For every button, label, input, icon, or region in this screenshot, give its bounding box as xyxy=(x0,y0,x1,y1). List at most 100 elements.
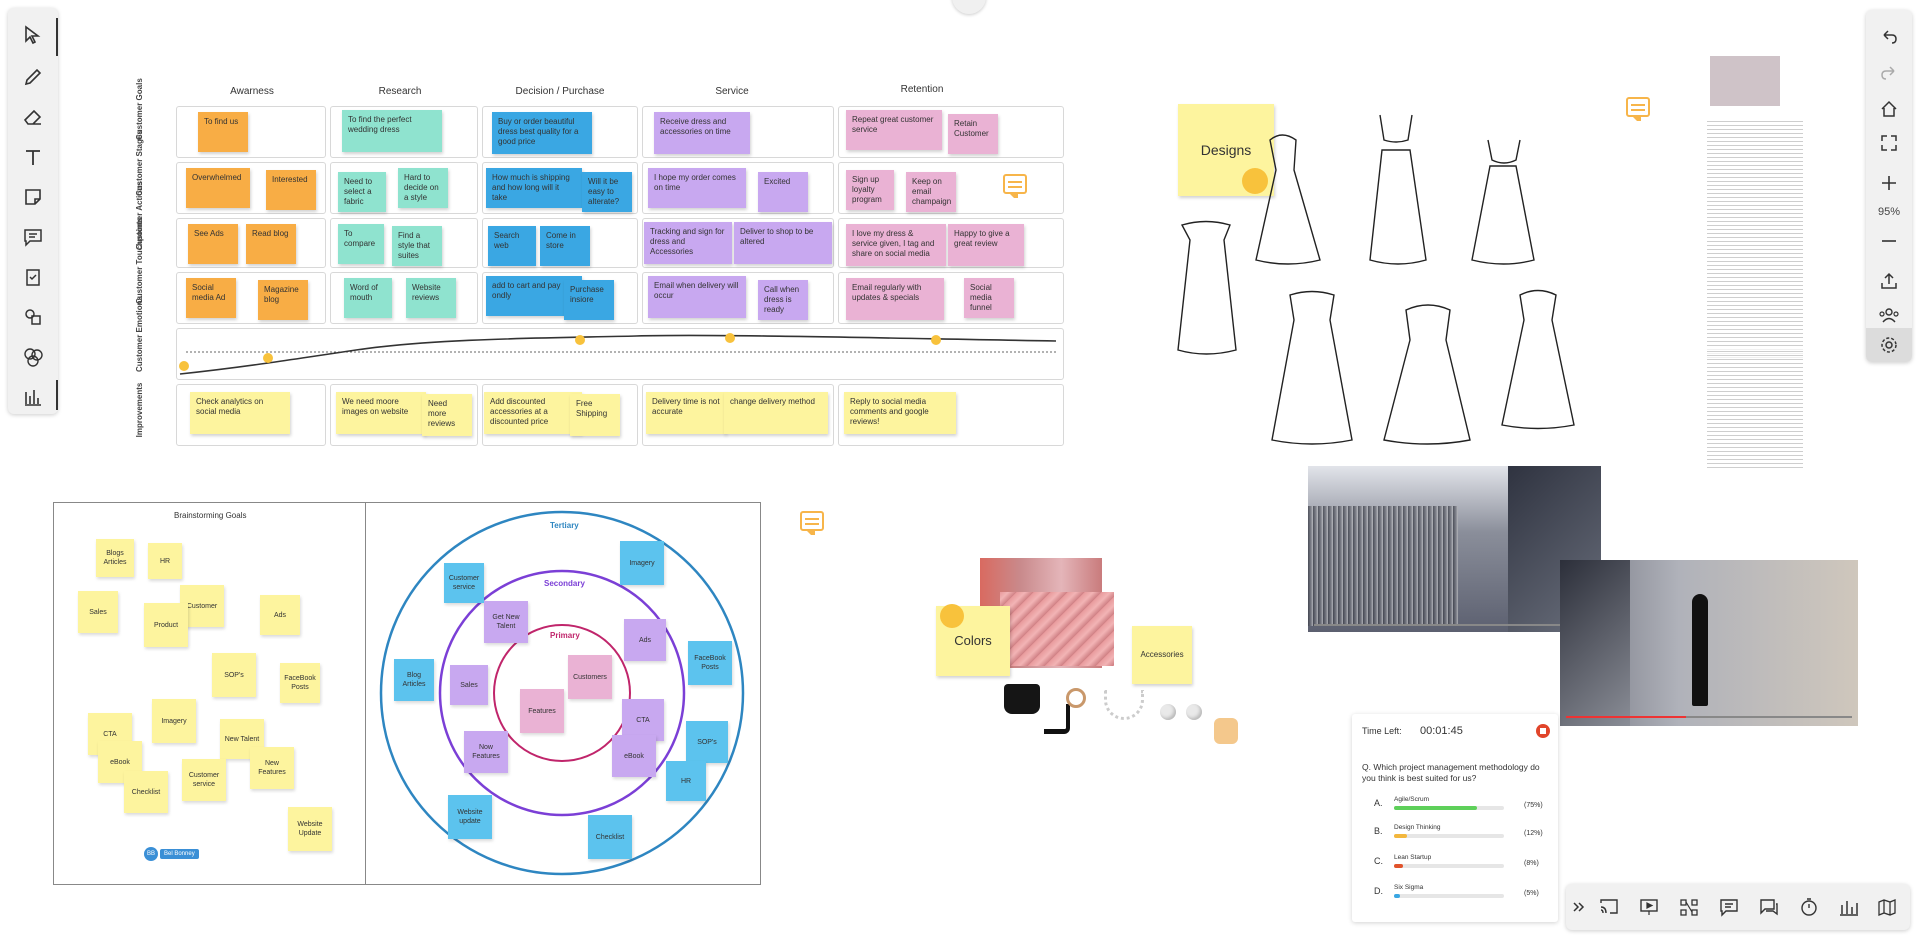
present-icon[interactable] xyxy=(1634,892,1664,922)
sticky-note[interactable]: Repeat great customer service xyxy=(846,110,942,150)
sticky-note[interactable]: Sales xyxy=(78,591,118,633)
accessories-note[interactable]: Accessories xyxy=(1132,626,1192,684)
sticky-note[interactable]: CTA xyxy=(622,699,664,741)
chat-icon[interactable] xyxy=(1714,892,1744,922)
comment-icon[interactable] xyxy=(1626,97,1650,121)
sticky-note[interactable]: See Ads xyxy=(188,224,238,264)
sticky-note-icon[interactable] xyxy=(18,182,48,212)
sticky-note[interactable]: Deliver to shop to be altered xyxy=(734,222,832,264)
sticky-note[interactable]: Customer service xyxy=(444,563,484,603)
sticky-note[interactable]: Receive dress and accessories on time xyxy=(654,112,750,154)
comment-icon[interactable] xyxy=(800,511,824,535)
sticky-note[interactable]: How much is shipping and how long will i… xyxy=(486,168,582,208)
sticky-note[interactable]: Sales xyxy=(450,665,488,705)
sticky-note[interactable]: Social media funnel xyxy=(964,278,1014,318)
sticky-note[interactable]: To find us xyxy=(198,112,248,152)
sticky-note[interactable]: Search web xyxy=(488,226,536,266)
sticky-note[interactable]: Sign up loyalty program xyxy=(846,170,894,210)
sticky-note[interactable]: To find the perfect wedding dress xyxy=(342,110,442,152)
zoom-in-icon[interactable] xyxy=(1874,168,1904,198)
sticky-note[interactable]: Email when delivery will occur xyxy=(648,276,746,318)
sticky-note[interactable]: I love my dress & service given, I tag a… xyxy=(846,224,946,266)
sticky-note[interactable]: New Features xyxy=(250,747,294,789)
runway-video-2[interactable] xyxy=(1560,560,1858,726)
sticky-note[interactable]: Keep on email champaign xyxy=(906,172,956,212)
sticky-note[interactable]: Reply to social media comments and googl… xyxy=(844,392,956,434)
sticky-note[interactable]: Retain Customer xyxy=(948,114,998,154)
collapse-icon[interactable] xyxy=(1568,892,1590,922)
export-icon[interactable] xyxy=(1874,266,1904,296)
sticky-note[interactable]: SOP's xyxy=(686,721,728,763)
checklist-icon[interactable] xyxy=(18,262,48,292)
sticky-note[interactable]: Checklist xyxy=(124,771,168,813)
sticky-note[interactable]: Check analytics on social media xyxy=(190,392,290,434)
sticky-note[interactable]: Checklist xyxy=(588,815,632,859)
sticky-note[interactable]: eBook xyxy=(612,735,656,777)
fit-screen-icon[interactable] xyxy=(1874,128,1904,158)
sticky-note[interactable]: Email regularly with updates & specials xyxy=(846,278,944,320)
sticky-note[interactable]: Need to select a fabric xyxy=(338,172,386,212)
sticky-note[interactable]: Imagery xyxy=(620,541,664,585)
emoji-icon[interactable] xyxy=(18,342,48,372)
sticky-note[interactable]: Features xyxy=(520,689,564,733)
sticky-note[interactable]: Overwhelmed xyxy=(186,168,250,208)
sticky-note[interactable]: Website Update xyxy=(288,807,332,851)
users-icon[interactable] xyxy=(1874,300,1904,330)
pen-icon[interactable] xyxy=(18,62,48,92)
sticky-note[interactable]: Blogs Articles xyxy=(96,539,134,577)
sticky-note[interactable]: Call when dress is ready xyxy=(758,280,808,320)
settings-icon[interactable] xyxy=(1866,328,1912,362)
chart-icon[interactable] xyxy=(18,382,48,412)
sticky-note[interactable]: Magazine blog xyxy=(258,280,308,320)
sticky-note[interactable]: Happy to give a great review xyxy=(948,224,1024,266)
text-icon[interactable] xyxy=(18,142,48,172)
sticky-note[interactable]: Ads xyxy=(624,619,666,661)
sticky-note[interactable]: FaceBook Posts xyxy=(280,663,320,703)
eraser-icon[interactable] xyxy=(18,102,48,132)
document-preview[interactable] xyxy=(1705,48,1805,468)
sticky-note[interactable]: Customer service xyxy=(182,759,226,801)
sticky-note[interactable]: Ads xyxy=(260,595,300,635)
sticky-note[interactable]: Customers xyxy=(568,655,612,699)
sticky-note[interactable]: Tracking and sign for dress and Accessor… xyxy=(644,222,732,264)
sticky-note[interactable]: I hope my order comes on time xyxy=(648,168,746,208)
sticky-note[interactable]: HR xyxy=(148,543,182,579)
sticky-note[interactable]: HR xyxy=(666,761,706,801)
sticky-note[interactable]: We need moore images on website xyxy=(336,392,426,434)
poll-icon[interactable] xyxy=(1834,892,1864,922)
zoom-out-icon[interactable] xyxy=(1874,226,1904,256)
sticky-note[interactable]: Purchase insiore xyxy=(564,280,614,320)
timer-icon[interactable] xyxy=(1794,892,1824,922)
sticky-note[interactable]: Blog Articles xyxy=(394,659,434,701)
sticky-note[interactable]: Excited xyxy=(758,172,808,212)
sticky-note[interactable]: Add discounted accessories at a discount… xyxy=(484,392,582,434)
sticky-note[interactable]: Find a style that suites xyxy=(392,226,442,266)
map-icon[interactable] xyxy=(1872,892,1902,922)
sticky-note[interactable]: Read blog xyxy=(246,224,296,264)
sticky-note[interactable]: SOP's xyxy=(212,653,256,697)
sticky-note[interactable]: Hard to decide on a style xyxy=(398,168,448,208)
comment-icon[interactable] xyxy=(18,222,48,252)
top-panel-handle[interactable] xyxy=(952,0,986,14)
sticky-note[interactable]: change delivery method xyxy=(724,392,828,434)
home-icon[interactable] xyxy=(1874,94,1904,124)
sticky-note[interactable]: Website update xyxy=(448,795,492,839)
flow-icon[interactable] xyxy=(1674,892,1704,922)
sticky-note[interactable]: Imagery xyxy=(152,699,196,743)
sticky-note[interactable]: Need more reviews xyxy=(422,394,472,436)
runway-video-1[interactable] xyxy=(1308,466,1601,632)
shapes-icon[interactable] xyxy=(18,302,48,332)
sticky-note[interactable]: Interested xyxy=(266,170,316,210)
sticky-note[interactable]: To compare xyxy=(338,224,384,264)
select-icon[interactable] xyxy=(18,20,48,50)
sticky-note[interactable]: Free Shipping xyxy=(570,394,620,436)
sticky-note[interactable]: Product xyxy=(144,603,188,647)
sticky-note[interactable]: Social media Ad xyxy=(186,278,236,318)
redo-icon[interactable] xyxy=(1874,58,1904,88)
sticky-note[interactable]: Delivery time is not accurate xyxy=(646,392,726,434)
sticky-note[interactable]: Will it be easy to alterate? xyxy=(582,172,632,212)
stop-poll-button[interactable] xyxy=(1536,724,1550,738)
sticky-note[interactable]: Now Features xyxy=(464,731,508,773)
sticky-note[interactable]: Come in store xyxy=(540,226,590,266)
comments-icon[interactable] xyxy=(1754,892,1784,922)
